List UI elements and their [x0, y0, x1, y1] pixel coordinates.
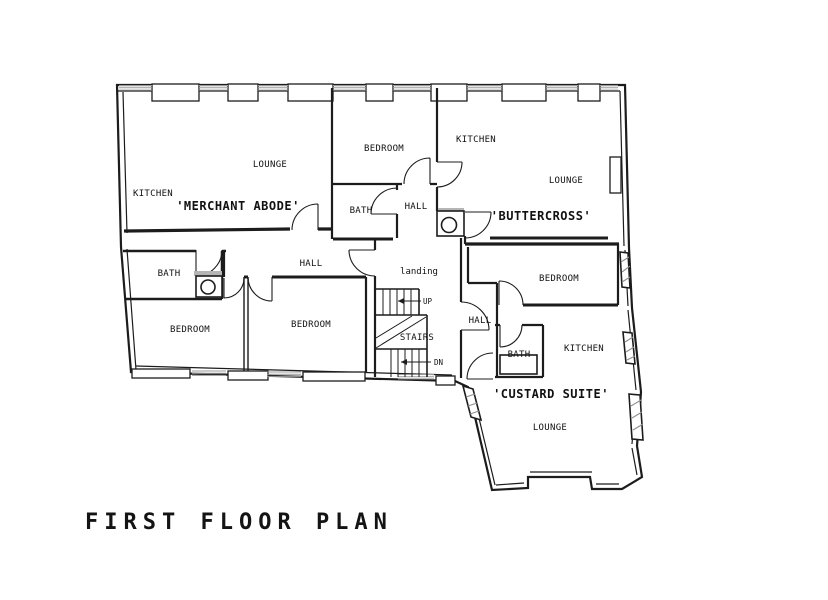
hatched-windows [461, 251, 644, 441]
room-label-merchant-kitchen: KITCHEN [133, 189, 173, 199]
up-arrowhead [398, 298, 404, 304]
window-recess-buttercross [609, 156, 622, 194]
wc-fixture-central [436, 208, 465, 237]
wc-fixture-left-bath [194, 271, 223, 298]
room-label-custard-lounge: LOUNGE [533, 423, 567, 433]
stair-label-stairs: STAIRS [400, 333, 434, 343]
page-title: FIRST FLOOR PLAN [85, 510, 393, 535]
staircase [375, 288, 431, 377]
room-label-topflat-bedroom: BEDROOM [364, 144, 404, 154]
interior-walls [123, 88, 620, 379]
bathtub-custard [499, 354, 538, 375]
stair-label-up: UP [423, 297, 433, 306]
stair-label-landing: landing [400, 267, 438, 277]
room-label-custard-kitchen: KITCHEN [564, 344, 604, 354]
room-label-leftflat-hall: HALL [300, 259, 323, 269]
room-label-topflat-bath: BATH [350, 206, 373, 216]
south-wall-windows [192, 370, 434, 380]
apartment-name-custard-suite: 'CUSTARD SUITE' [493, 387, 609, 401]
room-label-merchant-lounge: LOUNGE [253, 160, 287, 170]
exterior-walls [115, 83, 644, 492]
room-label-leftflat-bedroom-right: BEDROOM [291, 320, 331, 330]
room-label-buttercross-lounge: LOUNGE [549, 176, 583, 186]
room-label-custard-hall: HALL [469, 316, 492, 326]
north-wall-windows [119, 85, 618, 91]
dn-arrowhead [401, 359, 407, 365]
room-label-topflat-hall: HALL [405, 202, 428, 212]
north-wall-piers [151, 83, 601, 102]
room-label-buttercross-kitchen: KITCHEN [456, 135, 496, 145]
room-label-custard-bedroom: BEDROOM [539, 274, 579, 284]
door-arcs [195, 157, 524, 380]
apartment-name-buttercross: 'BUTTERCROSS' [491, 209, 591, 223]
room-label-leftflat-bath: BATH [158, 269, 181, 279]
stair-label-dn: DN [434, 358, 443, 367]
room-label-custard-bath: BATH [508, 350, 531, 360]
room-label-leftflat-bedroom-left: BEDROOM [170, 325, 210, 335]
apartment-name-merchant-abode: 'MERCHANT ABODE' [176, 199, 300, 213]
